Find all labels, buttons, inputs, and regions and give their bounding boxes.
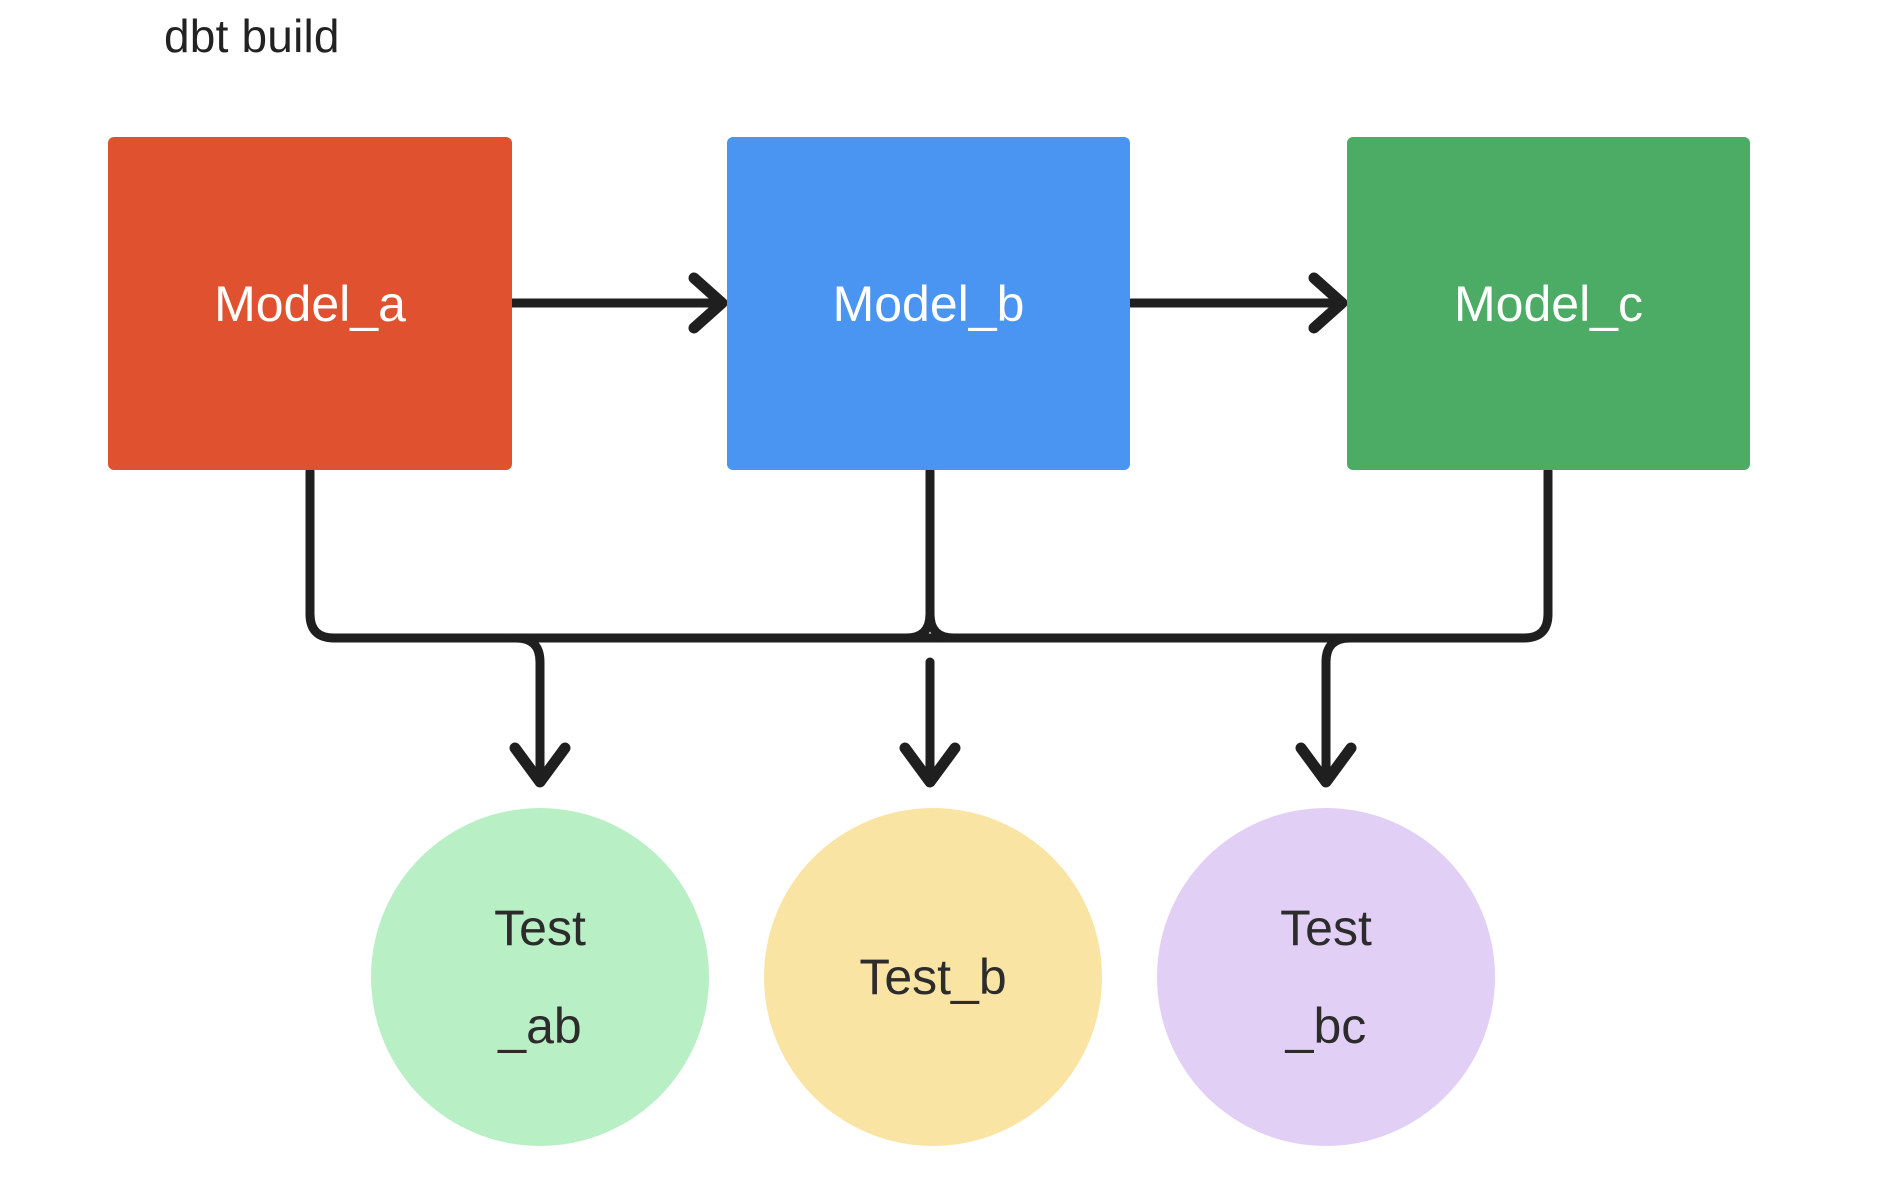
edge-model-b-to-test-b (899, 466, 961, 788)
edge-bus-junction (901, 609, 959, 643)
node-label-model-a: Model_a (214, 275, 406, 332)
node-label-test-ab: Test _ab (494, 900, 586, 1054)
page-title: dbt build (164, 10, 340, 62)
edge-model-c-to-bus (1345, 466, 1553, 643)
edge-model-a-to-bus (305, 466, 521, 643)
node-model-b[interactable]: Model_b (727, 137, 1130, 470)
edge-bus-to-test-ab (509, 633, 571, 788)
node-test-bc[interactable]: Test _bc (1157, 808, 1495, 1146)
edge-model-a-to-model-b (507, 272, 728, 334)
node-label-model-c: Model_c (1454, 275, 1643, 332)
node-label-test-b: Test_b (859, 949, 1007, 1005)
node-model-c[interactable]: Model_c (1347, 137, 1750, 470)
node-label-test-bc: Test _bc (1280, 900, 1372, 1054)
node-label-model-b: Model_b (832, 275, 1025, 332)
edge-model-b-to-model-c (1126, 272, 1348, 334)
node-model-a[interactable]: Model_a (108, 137, 512, 470)
edge-bus-to-test-bc (1295, 633, 1357, 788)
node-test-b[interactable]: Test_b (764, 808, 1102, 1146)
node-test-ab[interactable]: Test _ab (371, 808, 709, 1146)
